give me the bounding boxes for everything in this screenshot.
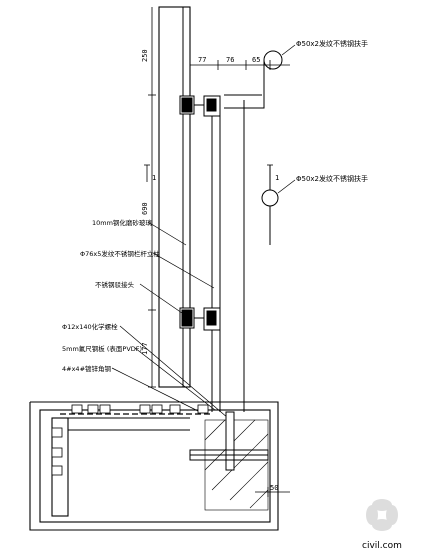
leader-glass: [147, 221, 187, 246]
dim-offset-a: 77: [198, 56, 206, 64]
leader-handrail-mid: [277, 179, 296, 194]
section-mark-left-label: 1: [152, 174, 156, 182]
vertical-dimension-line: [148, 7, 156, 388]
section-mark-left: [144, 164, 150, 182]
chemical-bolt: [189, 411, 269, 471]
label-glass: 10mm钢化磨砂玻璃: [92, 218, 152, 227]
lower-glass-clamp: [179, 307, 221, 331]
dim-offset-c: 65: [252, 56, 260, 64]
base-dimension-line: [255, 487, 290, 497]
left-edge-angles: [51, 427, 63, 476]
leader-post: [152, 252, 215, 289]
concrete-hatch: [204, 419, 269, 511]
label-angle: 4#x4#镀锌角钢: [62, 364, 112, 373]
label-handrail-top: Φ50x2发纹不锈钢扶手: [296, 39, 368, 48]
concrete-slab: [29, 401, 279, 531]
label-glass-clamp: 不锈钢驳接头: [95, 280, 135, 289]
label-bolt: Φ12x140化学螺栓: [62, 322, 118, 331]
watermark-logo: [366, 499, 398, 531]
label-post: Φ76x5发纹不锈钢栏杆立柱: [80, 249, 160, 258]
dim-offset-b: 76: [226, 56, 234, 64]
leader-plate: [134, 347, 216, 411]
top-handrail: [224, 50, 283, 109]
dim-top-height: 250: [141, 49, 149, 62]
section-mark-right-label: 1: [275, 174, 279, 182]
label-plate: 5mm氟尺钢板 (表面PVDF): [62, 344, 142, 353]
watermark-text: civil.com: [362, 541, 402, 551]
dim-base-width: 50: [270, 484, 278, 492]
angle-steel-blocks: [71, 404, 209, 414]
leader-bolt: [119, 325, 229, 419]
upper-glass-clamp: [179, 95, 221, 117]
leader-angle: [111, 367, 201, 413]
label-handrail-mid: Φ50x2发纹不锈钢扶手: [296, 174, 368, 183]
leader-handrail-top: [281, 44, 296, 56]
dim-mid-height: 690: [141, 202, 149, 215]
section-mark-right: [267, 164, 273, 182]
dim-bottom-height: 177: [141, 342, 149, 355]
leader-glass-clamp: [139, 283, 183, 314]
glass-panel: [158, 6, 191, 388]
railing-post: [211, 100, 245, 412]
